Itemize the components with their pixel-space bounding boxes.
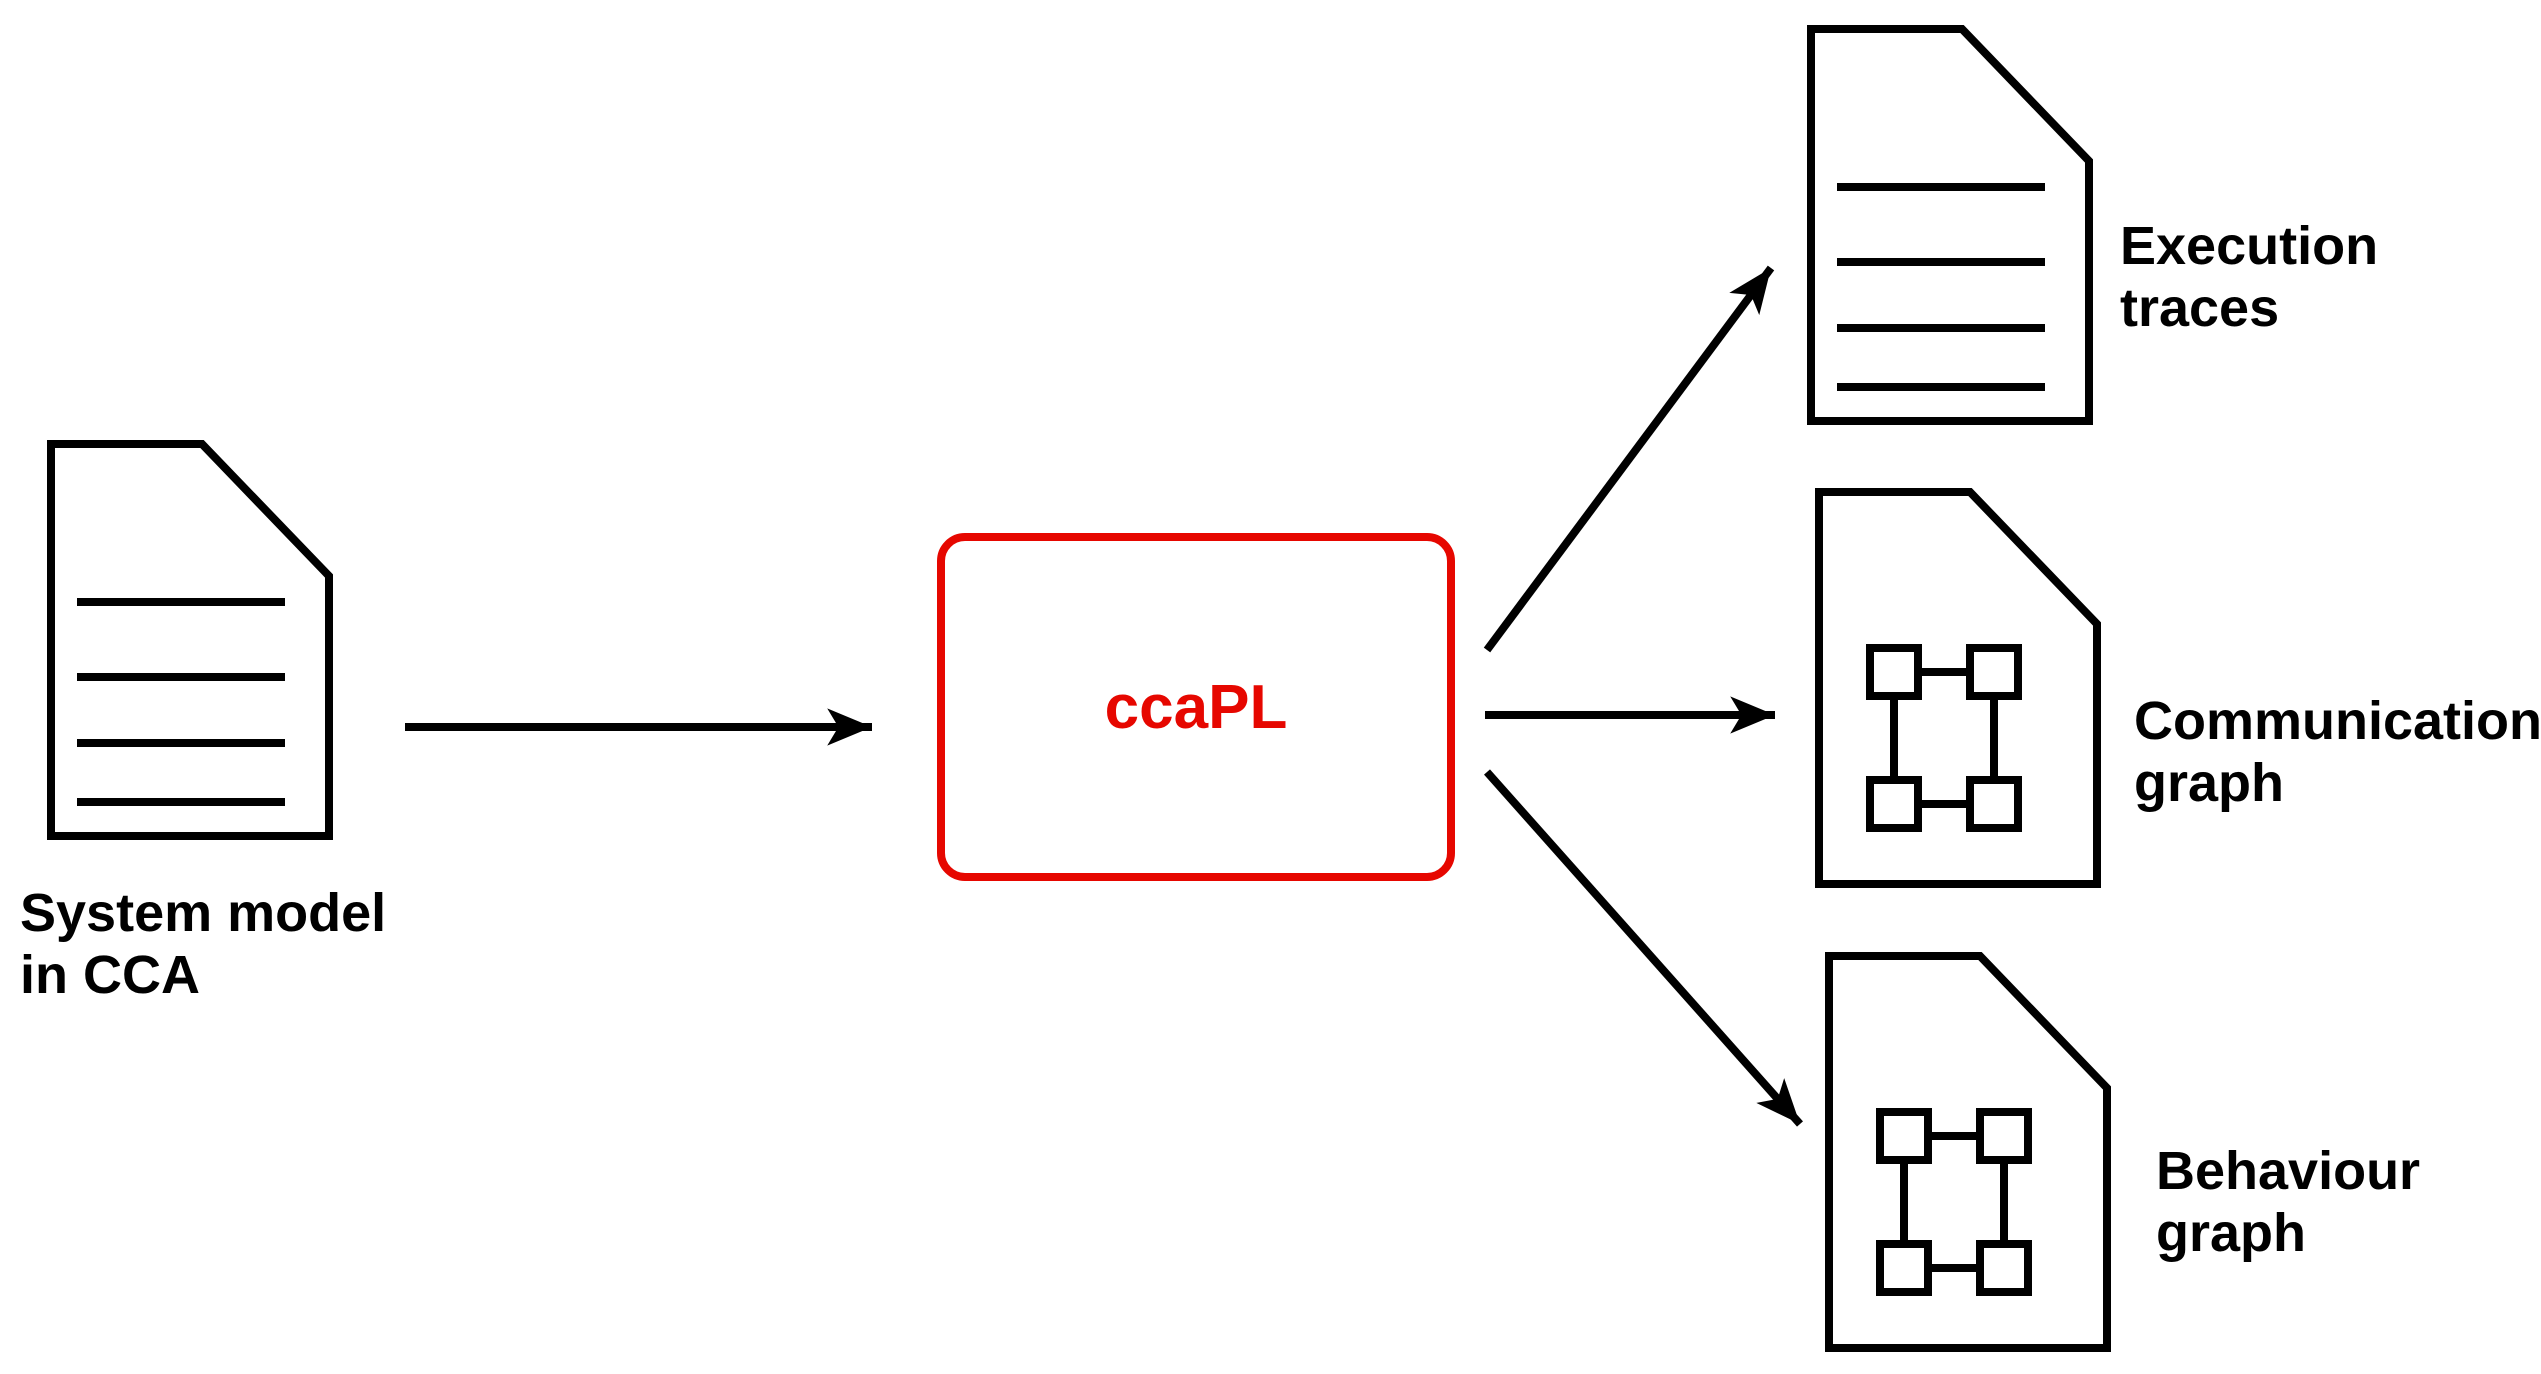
behaviour-graph-label-line2: graph bbox=[2156, 1203, 2307, 1263]
behaviour-graph-document-graph-icon bbox=[1829, 956, 2107, 1348]
behaviour-graph-label: Behaviour graph bbox=[2156, 1140, 2420, 1264]
arrow-ccapl-to-behaviour-graph bbox=[1484, 769, 1803, 1127]
communication-graph-label-line2: graph bbox=[2134, 753, 2285, 813]
execution-traces-label: Execution traces bbox=[2120, 215, 2378, 339]
execution-traces-label-line2: traces bbox=[2120, 278, 2280, 338]
behaviour-graph-label-line1: Behaviour bbox=[2156, 1141, 2421, 1201]
communication-graph-label-line1: Communication bbox=[2134, 691, 2541, 751]
system-model-label-line2: in CCA bbox=[20, 945, 200, 1005]
ccapl-process-box bbox=[937, 533, 1455, 881]
communication-graph-document-graph-icon bbox=[1819, 492, 2097, 884]
arrow-ccapl-to-execution-traces bbox=[1483, 265, 1775, 653]
system-model-label-line1: System model bbox=[20, 883, 387, 943]
system-model-document-text-lines-icon bbox=[51, 444, 329, 836]
ccapl-box-label: ccaPL bbox=[1104, 672, 1288, 742]
system-model-label: System model in CCA bbox=[20, 882, 386, 1006]
execution-traces-label-line1: Execution bbox=[2120, 216, 2379, 276]
execution-traces-document-text-lines-icon bbox=[1811, 29, 2089, 421]
communication-graph-label: Communication graph bbox=[2134, 690, 2541, 814]
